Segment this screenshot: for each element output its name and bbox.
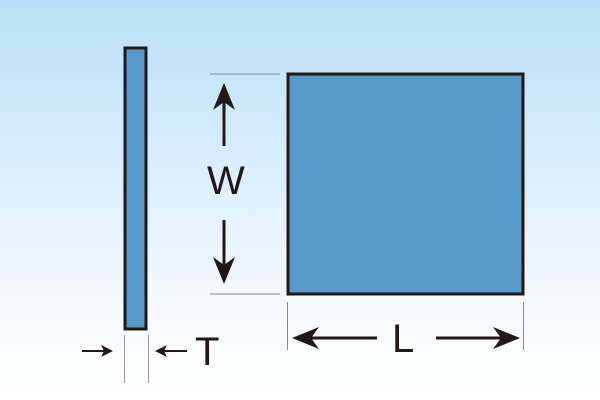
length-arrow-right-icon: [436, 327, 520, 349]
thickness-label: T: [195, 330, 219, 374]
side-view-plate: [123, 46, 148, 331]
width-label: W: [207, 159, 245, 203]
length-label: L: [392, 317, 414, 361]
length-arrow-left-icon: [292, 327, 377, 349]
width-arrow-down-icon: [213, 220, 235, 284]
width-arrow-up-icon: [213, 83, 235, 146]
thickness-arrow-right-icon: [155, 345, 187, 357]
thickness-arrow-left-icon: [82, 345, 113, 357]
front-view-plate: [286, 72, 525, 296]
